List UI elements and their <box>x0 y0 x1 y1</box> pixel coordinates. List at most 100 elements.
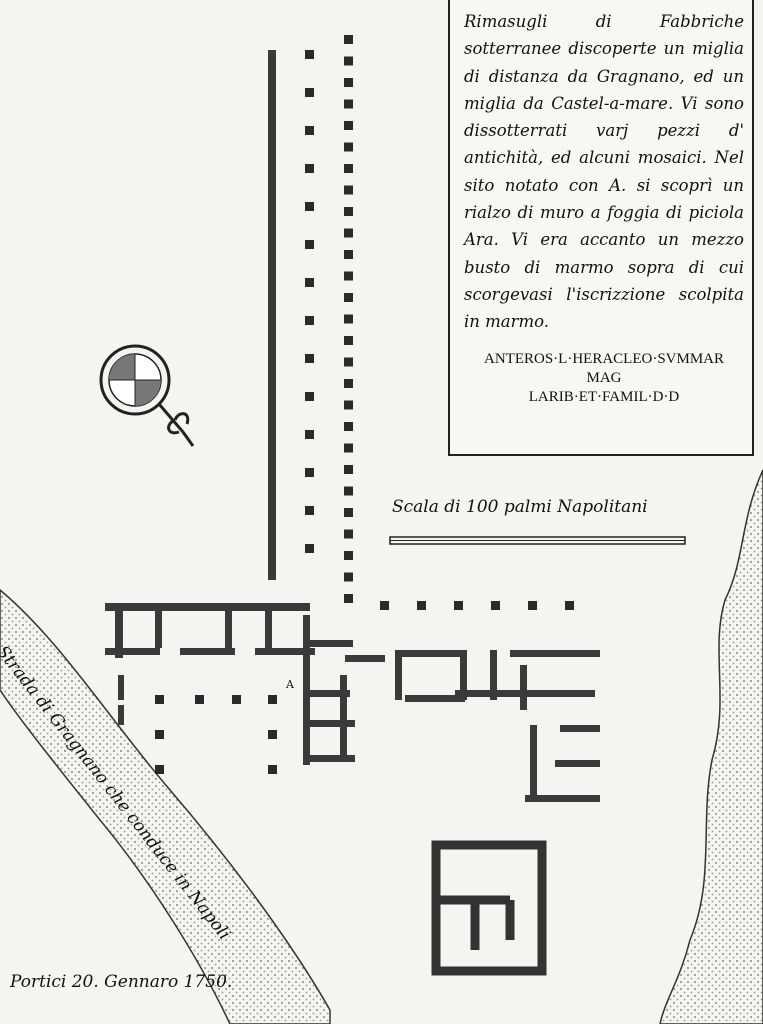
pillar <box>344 508 353 517</box>
pillar <box>454 601 463 610</box>
pillar <box>344 551 353 560</box>
pillar <box>305 544 314 553</box>
pillar <box>195 695 204 704</box>
pillar <box>344 314 353 324</box>
wall <box>303 615 310 765</box>
pillar <box>305 50 314 59</box>
pillar <box>344 56 353 66</box>
pillar <box>268 765 277 774</box>
wall <box>455 690 595 697</box>
pillar <box>380 601 389 610</box>
wall <box>115 603 123 658</box>
wall <box>180 648 235 655</box>
right-strip <box>659 469 763 1024</box>
pillar <box>305 240 314 249</box>
site-marker-a: A <box>286 678 294 691</box>
pillar <box>344 250 353 259</box>
wall <box>340 675 347 760</box>
wall <box>310 690 350 697</box>
wall <box>395 650 402 700</box>
wall <box>105 648 160 655</box>
wall <box>118 675 124 700</box>
pillar <box>344 379 353 388</box>
inscription-line: MAG <box>586 369 622 386</box>
wall <box>490 650 497 700</box>
pillar <box>344 99 353 109</box>
pillar <box>344 121 353 130</box>
pillar <box>344 572 353 582</box>
pillar <box>491 601 500 610</box>
wall <box>560 725 600 732</box>
compass-icon <box>99 344 195 447</box>
pillar <box>344 142 353 152</box>
pillar <box>344 400 353 410</box>
legend-description: Rimasugli di Fabbriche sotterranee disco… <box>464 12 744 332</box>
pillar <box>344 336 353 345</box>
pillar <box>305 468 314 477</box>
wall <box>530 725 537 795</box>
pillar <box>305 126 314 135</box>
pillar <box>305 164 314 173</box>
wall <box>525 795 600 802</box>
wall <box>510 650 600 657</box>
wall <box>395 650 465 657</box>
pillar <box>268 730 277 739</box>
inscription-line: LARIB·ET·FAMIL·D·D <box>528 388 680 405</box>
date-label: Portici 20. Gennaro 1750. <box>10 972 233 992</box>
road <box>0 589 331 1024</box>
pillar <box>344 271 353 281</box>
pillar <box>344 443 353 453</box>
scale-label: Scala di 100 palmi Napolitani <box>392 497 648 517</box>
pillar <box>344 293 353 302</box>
pillar <box>344 207 353 216</box>
wall <box>303 640 353 647</box>
pillar <box>417 601 426 610</box>
pillar <box>344 185 353 195</box>
walls <box>105 50 600 802</box>
inscription-line: ANTEROS·L·HERACLEO·SVMMAR <box>484 350 724 367</box>
inscription: ANTEROS·L·HERACLEO·SVMMAR MAG LARIB·ET·F… <box>464 350 744 407</box>
pillar <box>155 695 164 704</box>
pillar <box>305 202 314 211</box>
wall <box>255 648 315 655</box>
pillar <box>344 228 353 238</box>
pillar <box>344 465 353 474</box>
wall <box>345 655 385 662</box>
pillar <box>344 164 353 173</box>
wall <box>310 720 355 727</box>
wall <box>155 603 162 648</box>
wall <box>310 755 355 762</box>
pillar <box>305 430 314 439</box>
wall <box>520 665 527 710</box>
pillar <box>344 357 353 367</box>
pillar <box>344 422 353 431</box>
wall <box>460 650 467 700</box>
pillar <box>232 695 241 704</box>
pillar <box>305 392 314 401</box>
pillar <box>528 601 537 610</box>
wall <box>268 50 276 580</box>
pillar <box>155 730 164 739</box>
pillar <box>305 88 314 97</box>
pillar <box>344 594 353 603</box>
wall <box>118 705 124 725</box>
pillar <box>305 278 314 287</box>
wall <box>265 603 272 648</box>
pillar <box>344 486 353 496</box>
pillar <box>565 601 574 610</box>
pillar <box>268 695 277 704</box>
pillars <box>155 35 574 774</box>
pillar <box>305 506 314 515</box>
pillar <box>305 316 314 325</box>
wall <box>105 603 310 611</box>
pillar <box>155 765 164 774</box>
pillar <box>305 354 314 363</box>
scale-bar <box>389 536 686 545</box>
bottom-building <box>431 840 547 976</box>
pillar <box>344 529 353 539</box>
wall <box>225 603 232 648</box>
wall <box>555 760 600 767</box>
pillar <box>344 35 353 44</box>
